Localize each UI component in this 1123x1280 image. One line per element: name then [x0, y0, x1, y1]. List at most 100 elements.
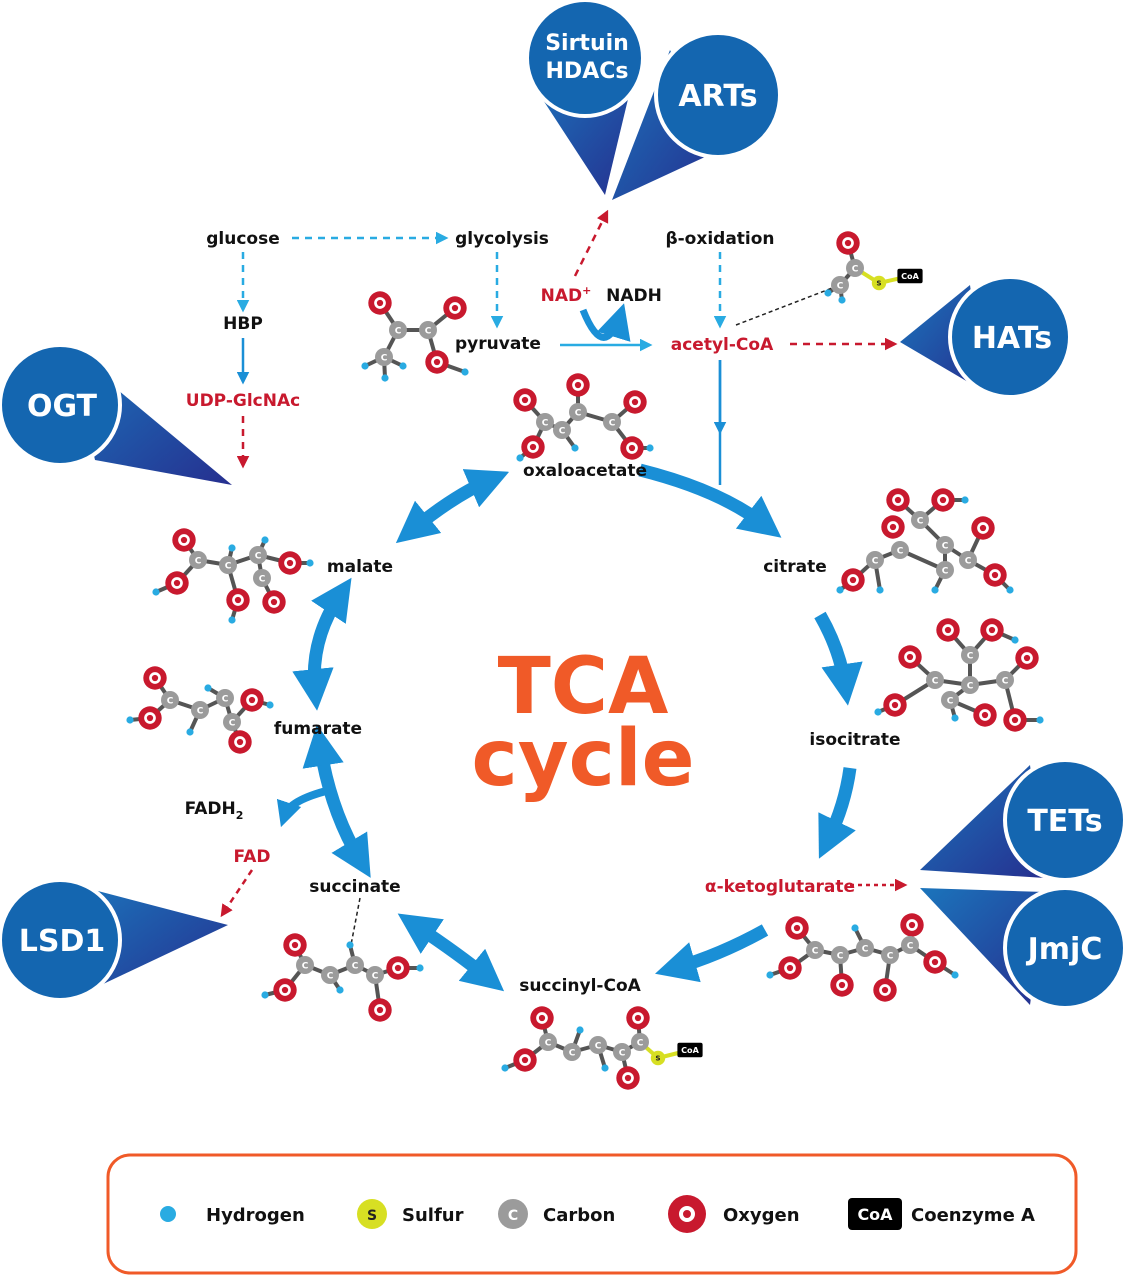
- carbon-atom: C: [161, 691, 179, 709]
- hydrogen-swatch: [160, 1206, 176, 1222]
- svg-text:C: C: [197, 707, 204, 717]
- oxygen-atom: [521, 435, 545, 459]
- svg-text:C: C: [1002, 677, 1009, 687]
- enzyme-tets: TETs: [920, 758, 1123, 882]
- legend-item-sulfur: S Sulfur: [357, 1199, 464, 1229]
- svg-text:C: C: [619, 1049, 626, 1059]
- label-malate: malate: [327, 557, 393, 577]
- svg-text:C: C: [302, 962, 309, 972]
- oxygen-atom: [425, 350, 449, 374]
- oxygen-atom: [143, 666, 167, 690]
- carbon-atom: C: [959, 551, 977, 569]
- oxygen-atom: [931, 488, 955, 512]
- svg-text:C: C: [395, 327, 402, 337]
- carbon-atom: C: [901, 936, 919, 954]
- carbon-atom: C: [603, 413, 621, 431]
- label-succinate: succinate: [309, 877, 400, 897]
- carbon-atom: C: [189, 551, 207, 569]
- svg-text:C: C: [259, 575, 266, 585]
- carbon-atom: C: [941, 691, 959, 709]
- carbon-atom: C: [613, 1043, 631, 1061]
- upstream-arrows: [220, 209, 908, 951]
- oxygen-atom: [881, 515, 905, 539]
- legend-glyph: CoA: [857, 1205, 893, 1224]
- carbon-atom: C: [891, 541, 909, 559]
- legend-label: Oxygen: [723, 1205, 800, 1226]
- enzyme-jmjc: JmjC: [920, 886, 1123, 1010]
- carbon-atom: C: [911, 511, 929, 529]
- oxygen-atom: [262, 590, 286, 614]
- svg-text:C: C: [887, 952, 894, 962]
- oxygen-atom: [368, 291, 392, 315]
- legend-glyph: C: [508, 1208, 518, 1224]
- oxygen-atom: [973, 703, 997, 727]
- carbon-atom: C: [249, 546, 267, 564]
- carbon-atom: C: [936, 561, 954, 579]
- enzyme-sirtuin-hdacs: Sirtuin HDACs: [525, 0, 645, 195]
- legend-glyph: S: [367, 1208, 377, 1224]
- oxygen-atom: [616, 1066, 640, 1090]
- carbon-atom: C: [366, 966, 384, 984]
- oxygen-atom: [983, 563, 1007, 587]
- label-acetyl-coa: acetyl-CoA: [671, 335, 774, 355]
- oxygen-atom: [886, 488, 910, 512]
- hydrogen-atom: [931, 586, 939, 594]
- svg-text:C: C: [942, 542, 949, 552]
- label-hbp: HBP: [223, 314, 263, 334]
- svg-text:C: C: [637, 1039, 644, 1049]
- sirtuin-label-1: Sirtuin: [545, 31, 629, 56]
- hydrogen-atom: [601, 1064, 609, 1072]
- carbon-atom: C: [856, 939, 874, 957]
- oxygen-atom: [443, 296, 467, 320]
- hydrogen-atom: [766, 971, 774, 979]
- enzyme-ogt: OGT: [0, 343, 232, 485]
- sulfur-atom: S: [650, 1050, 666, 1066]
- hydrogen-atom: [186, 728, 194, 736]
- oxygen-atom: [923, 950, 947, 974]
- svg-text:C: C: [425, 327, 432, 337]
- metabolite-labels: glucose glycolysis β-oxidation HBP UDP-G…: [185, 229, 901, 996]
- oxygen-atom: [240, 688, 264, 712]
- enzyme-hats: HATs: [900, 275, 1072, 399]
- carbon-atom: C: [419, 321, 437, 339]
- label-succinyl-coa: succinyl-CoA: [519, 976, 641, 996]
- hydrogen-atom: [571, 444, 579, 452]
- hydrogen-atom: [1006, 586, 1014, 594]
- hydrogen-atom: [836, 586, 844, 594]
- svg-text:C: C: [167, 697, 174, 707]
- oxygen-atom: [898, 645, 922, 669]
- label-fumarate: fumarate: [274, 719, 362, 739]
- svg-text:C: C: [575, 409, 582, 419]
- carbon-atom: C: [553, 421, 571, 439]
- legend-label: Coenzyme A: [911, 1205, 1035, 1226]
- hydrogen-atom: [346, 941, 354, 949]
- svg-text:C: C: [195, 557, 202, 567]
- hydrogen-atom: [306, 559, 314, 567]
- carbon-atom: C: [219, 556, 237, 574]
- legend-item-hydrogen: Hydrogen: [160, 1205, 305, 1226]
- hydrogen-atom: [501, 1064, 509, 1072]
- carbon-atom: C: [631, 1033, 649, 1051]
- tets-label: TETs: [1027, 804, 1102, 839]
- carbon-atom: C: [321, 966, 339, 984]
- svg-text:C: C: [947, 697, 954, 707]
- svg-text:C: C: [837, 952, 844, 962]
- hydrogen-atom: [399, 362, 407, 370]
- hydrogen-atom: [838, 296, 846, 304]
- oxygen-atom: [228, 730, 252, 754]
- hydrogen-atom: [1011, 636, 1019, 644]
- carbon-atom: C: [375, 348, 393, 366]
- oxygen-atom: [513, 1048, 537, 1072]
- carbon-atom: C: [806, 941, 824, 959]
- cycle-arrows: [276, 463, 863, 992]
- oxygen-atom: [278, 551, 302, 575]
- svg-text:C: C: [907, 942, 914, 952]
- sulfur-swatch: [357, 1199, 387, 1229]
- hydrogen-atom: [646, 444, 654, 452]
- oxygen-atom: [226, 588, 250, 612]
- legend-label: Sulfur: [402, 1205, 464, 1226]
- svg-text:C: C: [967, 652, 974, 662]
